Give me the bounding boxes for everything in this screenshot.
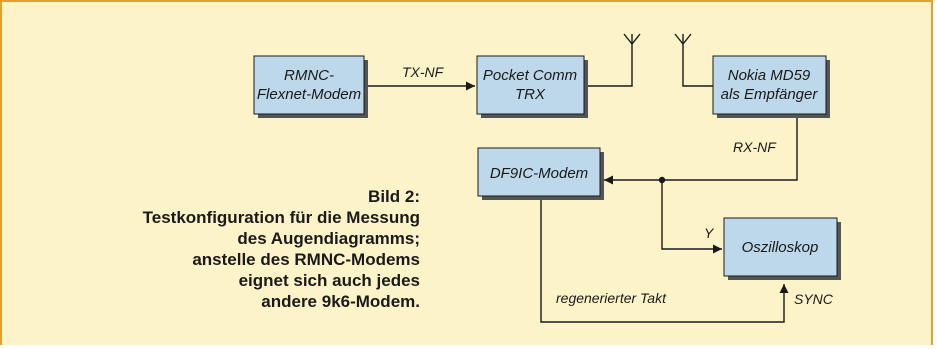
box-oszilloskop: Oszilloskop: [723, 217, 841, 280]
nokia-antenna-feed: [682, 44, 713, 87]
pocket-antenna-feed: [588, 44, 633, 87]
box-label-line: TRX: [515, 86, 546, 103]
y-line: [661, 180, 722, 254]
antenna-icon: [623, 33, 641, 45]
caption-line: des Augendiagramms;: [237, 229, 420, 248]
rx-nf-label: RX-NF: [733, 139, 777, 155]
caption-line: Testkonfiguration für die Messung: [142, 208, 420, 227]
figure-caption: Bild 2: Testkonfiguration für die Messun…: [80, 186, 420, 312]
sync-line: [540, 200, 789, 323]
caption-line: eignet sich auch jedes: [238, 271, 420, 290]
tx-nf-label: TX-NF: [402, 64, 445, 80]
takt-label: regenerierter Takt: [556, 290, 667, 306]
box-df9ic-modem: DF9IC-Modem: [477, 147, 604, 200]
box-nokia: Nokia MD59 als Empfänger: [712, 55, 830, 118]
caption-line: anstelle des RMNC-Modems: [192, 250, 420, 269]
box-label-line: DF9IC-Modem: [490, 165, 588, 182]
box-label-line: als Empfänger: [721, 86, 819, 103]
box-pocket-comm: Pocket Comm TRX: [476, 55, 588, 118]
box-label-line: Flexnet-Modem: [257, 86, 361, 103]
box-rmnc-modem: RMNC- Flexnet-Modem: [253, 55, 368, 118]
caption-title: Bild 2:: [368, 187, 420, 206]
y-label: Y: [704, 225, 715, 241]
box-label-line: Oszilloskop: [742, 239, 819, 256]
caption-line: andere 9k6-Modem.: [261, 292, 420, 311]
sync-label: SYNC: [794, 291, 834, 307]
box-label-line: RMNC-: [284, 67, 334, 84]
rx-nf-line: [604, 117, 798, 185]
junction-dot: [658, 176, 666, 184]
antenna-icon: [674, 33, 692, 45]
box-label-line: Pocket Comm: [483, 67, 577, 84]
box-label-line: Nokia MD59: [728, 67, 811, 84]
